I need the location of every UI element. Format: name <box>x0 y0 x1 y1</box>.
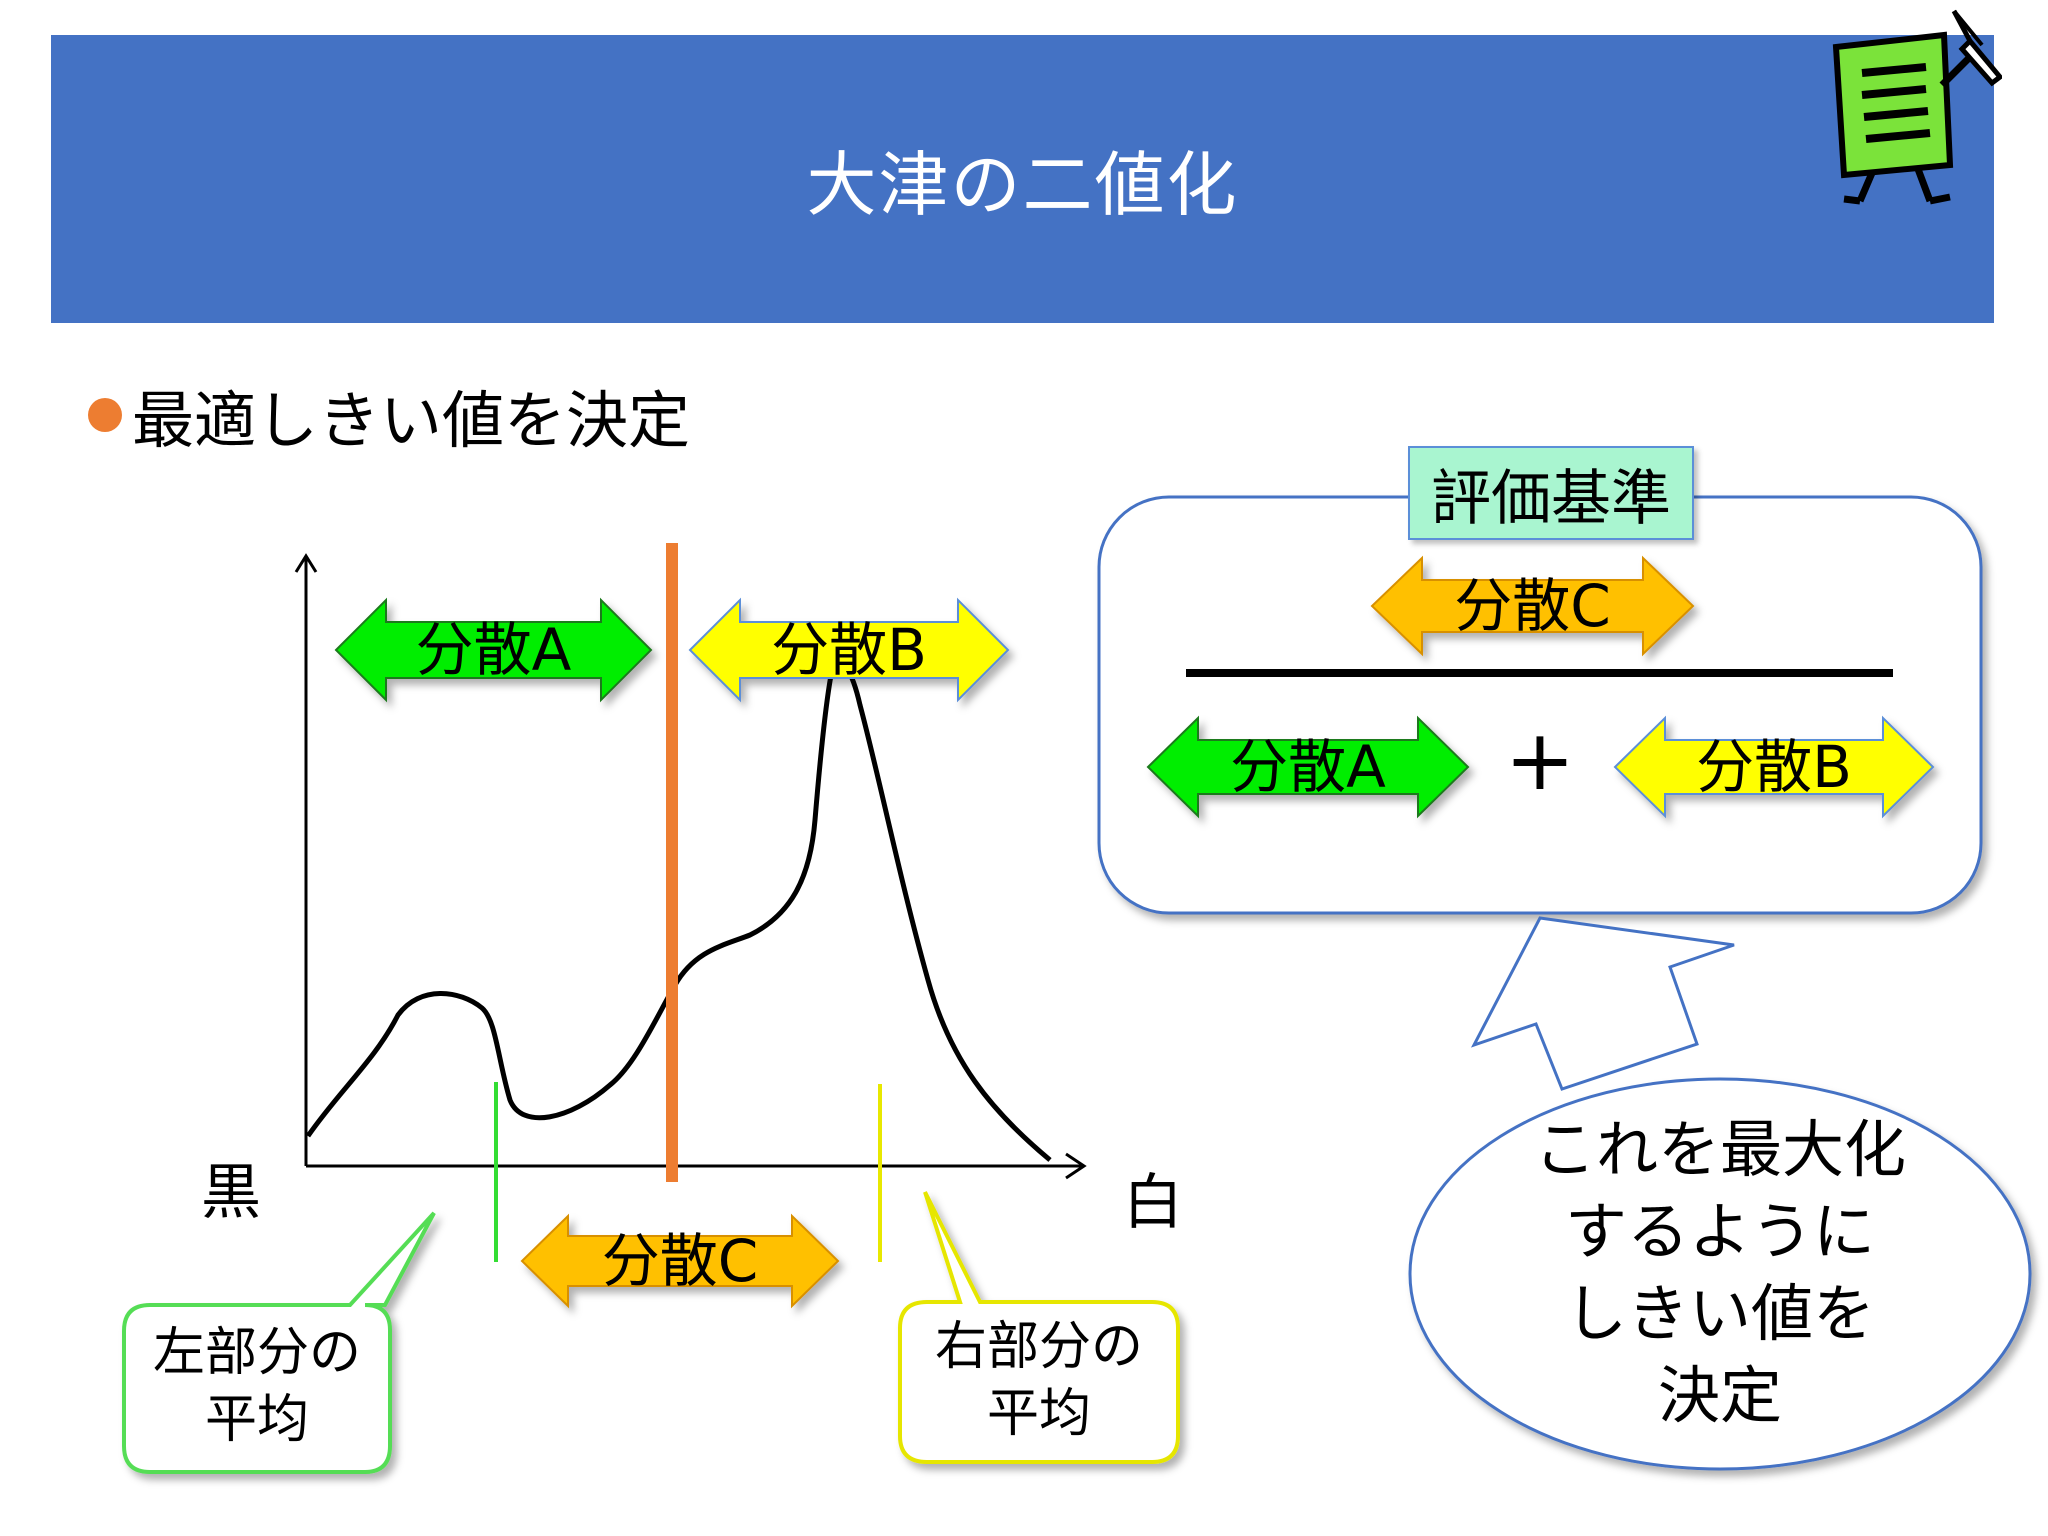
criteria-variance-b-label: 分散B <box>1696 733 1852 801</box>
left-mean-line-1: 左部分の <box>152 1323 361 1383</box>
right-mean-callout <box>898 1191 1180 1464</box>
right-mean-line-2: 平均 <box>986 1383 1091 1444</box>
plus-sign: + <box>1504 711 1576 809</box>
criteria-variance-c-arrow <box>1370 555 1695 657</box>
bullet-text: 最適しきい値を決定 <box>132 384 691 457</box>
slide-title: 大津の二値化 <box>806 143 1239 226</box>
criteria-box <box>1097 495 1983 915</box>
variance-b-label: 分散B <box>771 616 927 684</box>
left-mean-callout <box>122 1211 436 1474</box>
bullet-point: 最適しきい値を決定 <box>88 370 690 460</box>
variance-b-arrow <box>688 597 1010 703</box>
note-line-1: これを最大化 <box>1533 1113 1906 1187</box>
note-line-3: しきい値を <box>1564 1277 1875 1350</box>
variance-a-label: 分散A <box>415 616 572 684</box>
right-mean-text: 右部分の 平均 <box>904 1314 1174 1447</box>
x-axis-arrowhead <box>1065 1152 1087 1180</box>
criteria-title: 評価基準 <box>1408 446 1694 540</box>
white-label: 白 <box>1123 1168 1183 1238</box>
criteria-variance-b-arrow <box>1613 715 1935 819</box>
note-line-2: するように <box>1564 1195 1875 1269</box>
up-arrow-shape <box>1470 916 1735 1091</box>
left-mean-text: 左部分の 平均 <box>128 1320 386 1453</box>
histogram-curve <box>305 661 1052 1162</box>
left-mean-line-2: 平均 <box>204 1389 309 1450</box>
black-label: 黒 <box>201 1158 261 1228</box>
maximize-note-ellipse <box>1408 1077 2032 1471</box>
right-mean-line-1: 右部分の <box>934 1317 1143 1377</box>
criteria-variance-c-label: 分散C <box>1454 572 1611 640</box>
variance-a-arrow <box>334 597 653 703</box>
note-line-4: 決定 <box>1657 1358 1782 1432</box>
criteria-variance-a-arrow <box>1146 715 1470 819</box>
maximize-note-text: これを最大化 するように しきい値を 決定 <box>1440 1108 2000 1438</box>
variance-c-label: 分散C <box>601 1227 759 1295</box>
criteria-variance-a-label: 分散A <box>1230 733 1386 801</box>
variance-c-arrow <box>520 1213 840 1309</box>
document-pen-icon <box>1832 9 2002 205</box>
bullet-dot-icon <box>88 398 122 432</box>
title-bar: 大津の二値化 <box>51 35 1994 323</box>
y-axis-arrowhead <box>294 553 318 573</box>
